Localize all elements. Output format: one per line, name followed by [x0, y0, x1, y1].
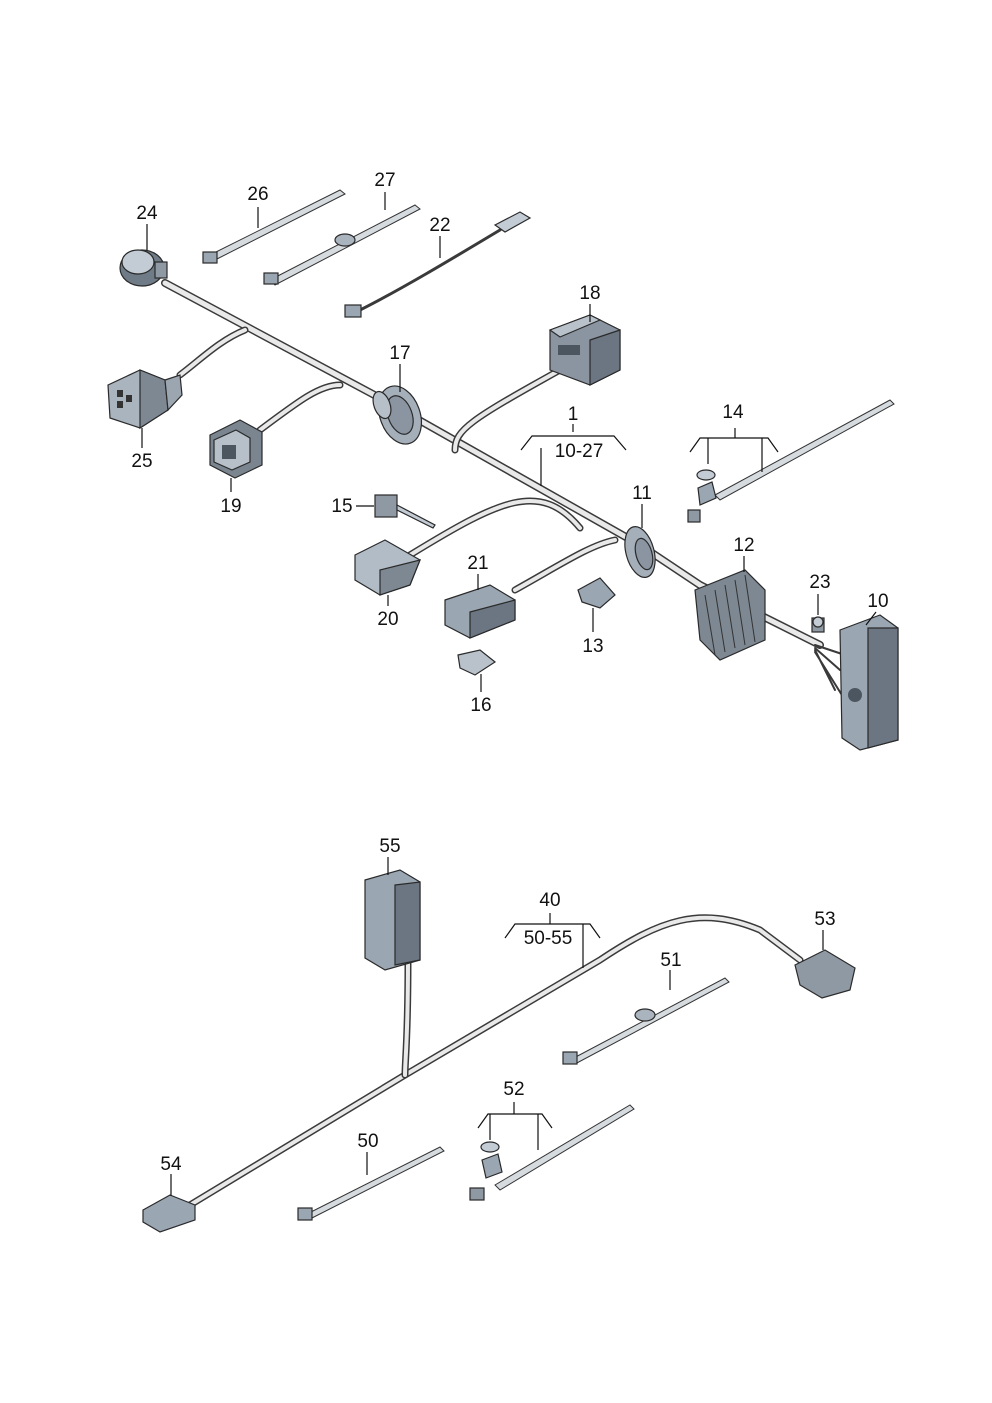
part-51-cable-tie-clip: [562, 977, 730, 1065]
callout-21: 21: [467, 553, 488, 574]
part-21-connector: [444, 584, 516, 639]
part-50-cable-tie: [297, 1146, 445, 1221]
callout-1-range: 10-27: [555, 441, 604, 462]
callout-11: 11: [632, 483, 652, 504]
part-14-cable-tie-assembly: [687, 399, 895, 523]
part-13-holder: [577, 577, 616, 609]
callout-51: 51: [660, 950, 681, 971]
part-15-clip: [374, 494, 436, 529]
callout-40-range: 50-55: [524, 928, 573, 949]
part-22-lead-wire: [344, 211, 532, 318]
part-19-connector: [209, 419, 263, 479]
lower-harness-wires: [186, 914, 804, 1209]
part-54-connector: [142, 1194, 196, 1233]
part-11-grommet: [624, 526, 656, 578]
callout-10: 10: [867, 591, 888, 612]
part-25-multipin-connector: [107, 369, 183, 430]
callout-17: 17: [389, 343, 410, 364]
callout-54: 54: [160, 1154, 182, 1175]
part-16-cap: [457, 649, 497, 676]
callout-12: 12: [733, 535, 754, 556]
part-10-main-connector: [839, 614, 899, 751]
callout-18: 18: [579, 283, 600, 304]
part-55-connector: [364, 869, 421, 971]
part-17-grommet: [372, 385, 423, 445]
callout-1: 1: [568, 404, 579, 425]
part-12-sleeve: [694, 569, 766, 661]
callout-40: 40: [539, 890, 560, 911]
callout-23: 23: [809, 572, 830, 593]
part-23-bolt: [811, 616, 825, 633]
callout-16: 16: [470, 695, 491, 716]
callout-52: 52: [503, 1079, 524, 1100]
callout-20: 20: [377, 609, 398, 630]
part-18-connector: [548, 314, 621, 386]
bottom-leader-lines: [170, 857, 824, 1196]
callout-53: 53: [814, 909, 835, 930]
top-leader-lines: [141, 192, 877, 692]
callout-50: 50: [357, 1131, 378, 1152]
callout-labels: 24 26 27 22 18 17 1 10-27 14 25 19 15 11…: [131, 170, 888, 1175]
callout-26: 26: [247, 184, 268, 205]
part-24-round-connector: [119, 249, 168, 287]
callout-24: 24: [136, 203, 158, 224]
callout-15: 15: [331, 496, 352, 517]
callout-25: 25: [131, 451, 152, 472]
part-53-connector: [794, 949, 856, 999]
callout-14: 14: [722, 402, 744, 423]
callout-19: 19: [220, 496, 241, 517]
part-26-cable-tie: [202, 189, 346, 264]
part-20-connector-housing: [354, 539, 421, 596]
part-52-cable-tie-assembly: [469, 1104, 635, 1201]
callout-22: 22: [429, 215, 450, 236]
callout-27: 27: [374, 170, 395, 191]
callout-55: 55: [379, 836, 400, 857]
part-27-cable-tie-clip: [263, 204, 421, 286]
callout-13: 13: [582, 636, 603, 657]
